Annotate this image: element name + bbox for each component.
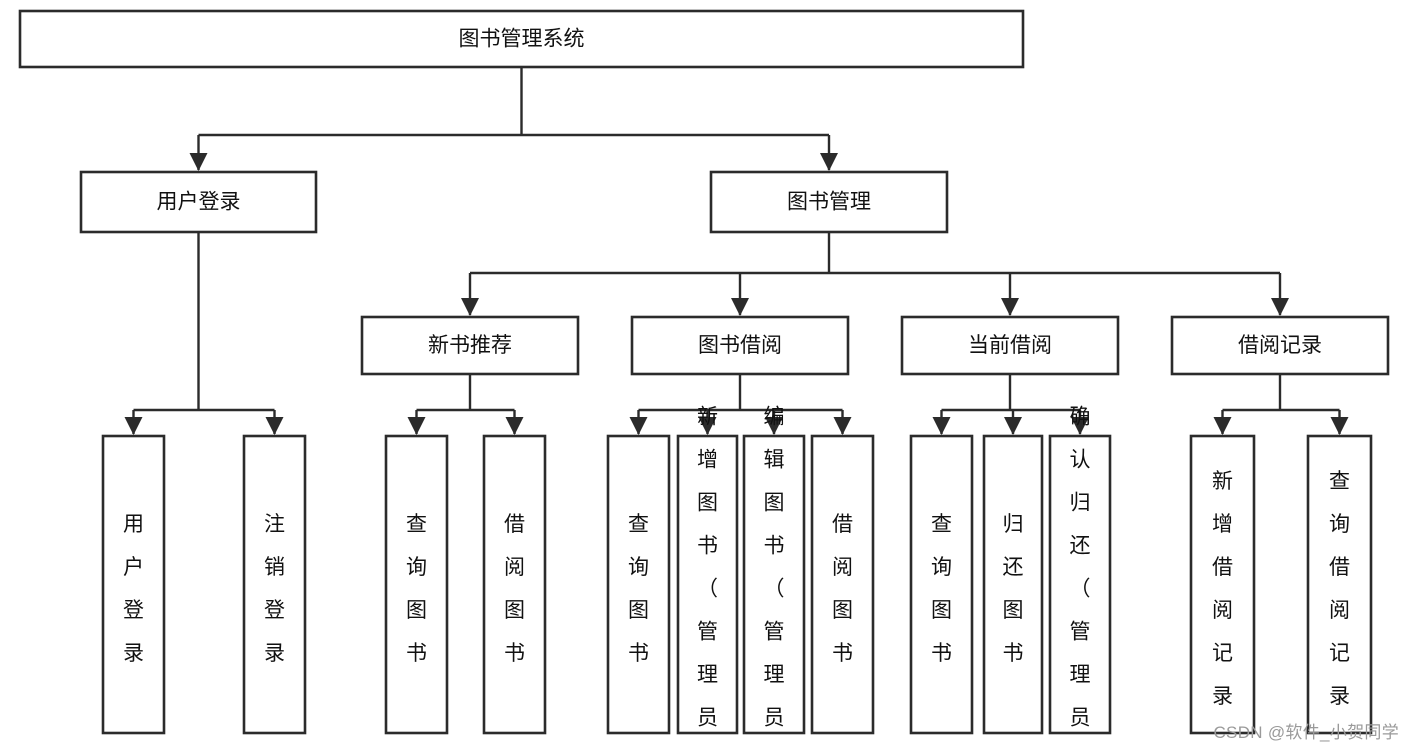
node-借阅图书[interactable]: 借阅图书 (482, 434, 547, 735)
arrow-head-icon (765, 417, 783, 435)
node-label: 新增图书（管理员） (697, 406, 718, 747)
node-编辑图书管理员[interactable]: 编辑图书（管理员） (742, 406, 806, 747)
node-label: 新书推荐 (428, 334, 512, 357)
arrow-head-icon (1001, 298, 1019, 316)
arrow-head-icon (265, 417, 284, 435)
node-查询图书[interactable]: 查询图书 (909, 434, 974, 735)
node-label: 查询图书 (931, 513, 952, 665)
node-label: 注销登录 (264, 513, 285, 665)
node-新增借阅记录[interactable]: 新增借阅记录 (1189, 434, 1256, 735)
node-图书管理[interactable]: 图书管理 (709, 170, 949, 234)
node-label: 查询图书 (406, 513, 427, 665)
connector-layer (124, 67, 1349, 435)
node-label: 图书管理 (787, 191, 871, 214)
node-label: 确认归还（管理员） (1070, 406, 1091, 747)
node-图书管理系统[interactable]: 图书管理系统 (18, 9, 1025, 69)
node-借阅记录[interactable]: 借阅记录 (1170, 315, 1390, 376)
node-label: 用户登录 (157, 191, 241, 214)
node-新书推荐[interactable]: 新书推荐 (360, 315, 580, 376)
node-label: 借阅记录 (1238, 334, 1322, 357)
node-label: 图书借阅 (698, 334, 782, 357)
arrow-head-icon (1330, 417, 1349, 435)
node-归还图书[interactable]: 归还图书 (982, 434, 1044, 735)
node-查询图书[interactable]: 查询图书 (384, 434, 449, 735)
node-借阅图书[interactable]: 借阅图书 (810, 434, 875, 735)
node-label: 用户登录 (123, 513, 144, 665)
arrow-head-icon (124, 417, 143, 435)
arrow-head-icon (833, 417, 852, 435)
arrow-head-icon (731, 298, 749, 316)
arrow-head-icon (932, 417, 951, 435)
node-用户登录[interactable]: 用户登录 (101, 434, 166, 735)
arrow-head-icon (1071, 417, 1089, 435)
arrow-head-icon (1213, 417, 1232, 435)
node-label: 查询借阅记录 (1329, 470, 1350, 708)
arrow-head-icon (698, 417, 717, 435)
node-查询图书[interactable]: 查询图书 (606, 434, 671, 735)
node-用户登录[interactable]: 用户登录 (79, 170, 318, 234)
node-label: 归还图书 (1003, 513, 1024, 665)
node-查询借阅记录[interactable]: 查询借阅记录 (1306, 434, 1373, 735)
node-注销登录[interactable]: 注销登录 (242, 434, 307, 735)
node-label: 编辑图书（管理员） (764, 406, 785, 747)
arrow-head-icon (189, 153, 208, 171)
arrow-head-icon (1271, 298, 1289, 316)
node-label: 借阅图书 (832, 513, 853, 665)
node-确认归还管理员[interactable]: 确认归还（管理员） (1048, 406, 1112, 747)
node-label: 当前借阅 (968, 334, 1052, 357)
arrow-head-icon (629, 417, 648, 435)
arrow-head-icon (407, 417, 426, 435)
node-当前借阅[interactable]: 当前借阅 (900, 315, 1120, 376)
node-label: 借阅图书 (504, 513, 525, 665)
node-图书借阅[interactable]: 图书借阅 (630, 315, 850, 376)
node-layer: 图书管理系统用户登录图书管理新书推荐图书借阅当前借阅借阅记录用户登录注销登录查询… (18, 9, 1390, 747)
arrow-head-icon (1004, 417, 1022, 435)
node-label: 图书管理系统 (459, 28, 585, 51)
arrow-head-icon (820, 153, 838, 171)
arrow-head-icon (505, 417, 524, 435)
node-label: 查询图书 (628, 513, 649, 665)
node-新增图书管理员[interactable]: 新增图书（管理员） (676, 406, 739, 747)
node-label: 新增借阅记录 (1212, 470, 1233, 708)
arrow-head-icon (461, 298, 479, 316)
